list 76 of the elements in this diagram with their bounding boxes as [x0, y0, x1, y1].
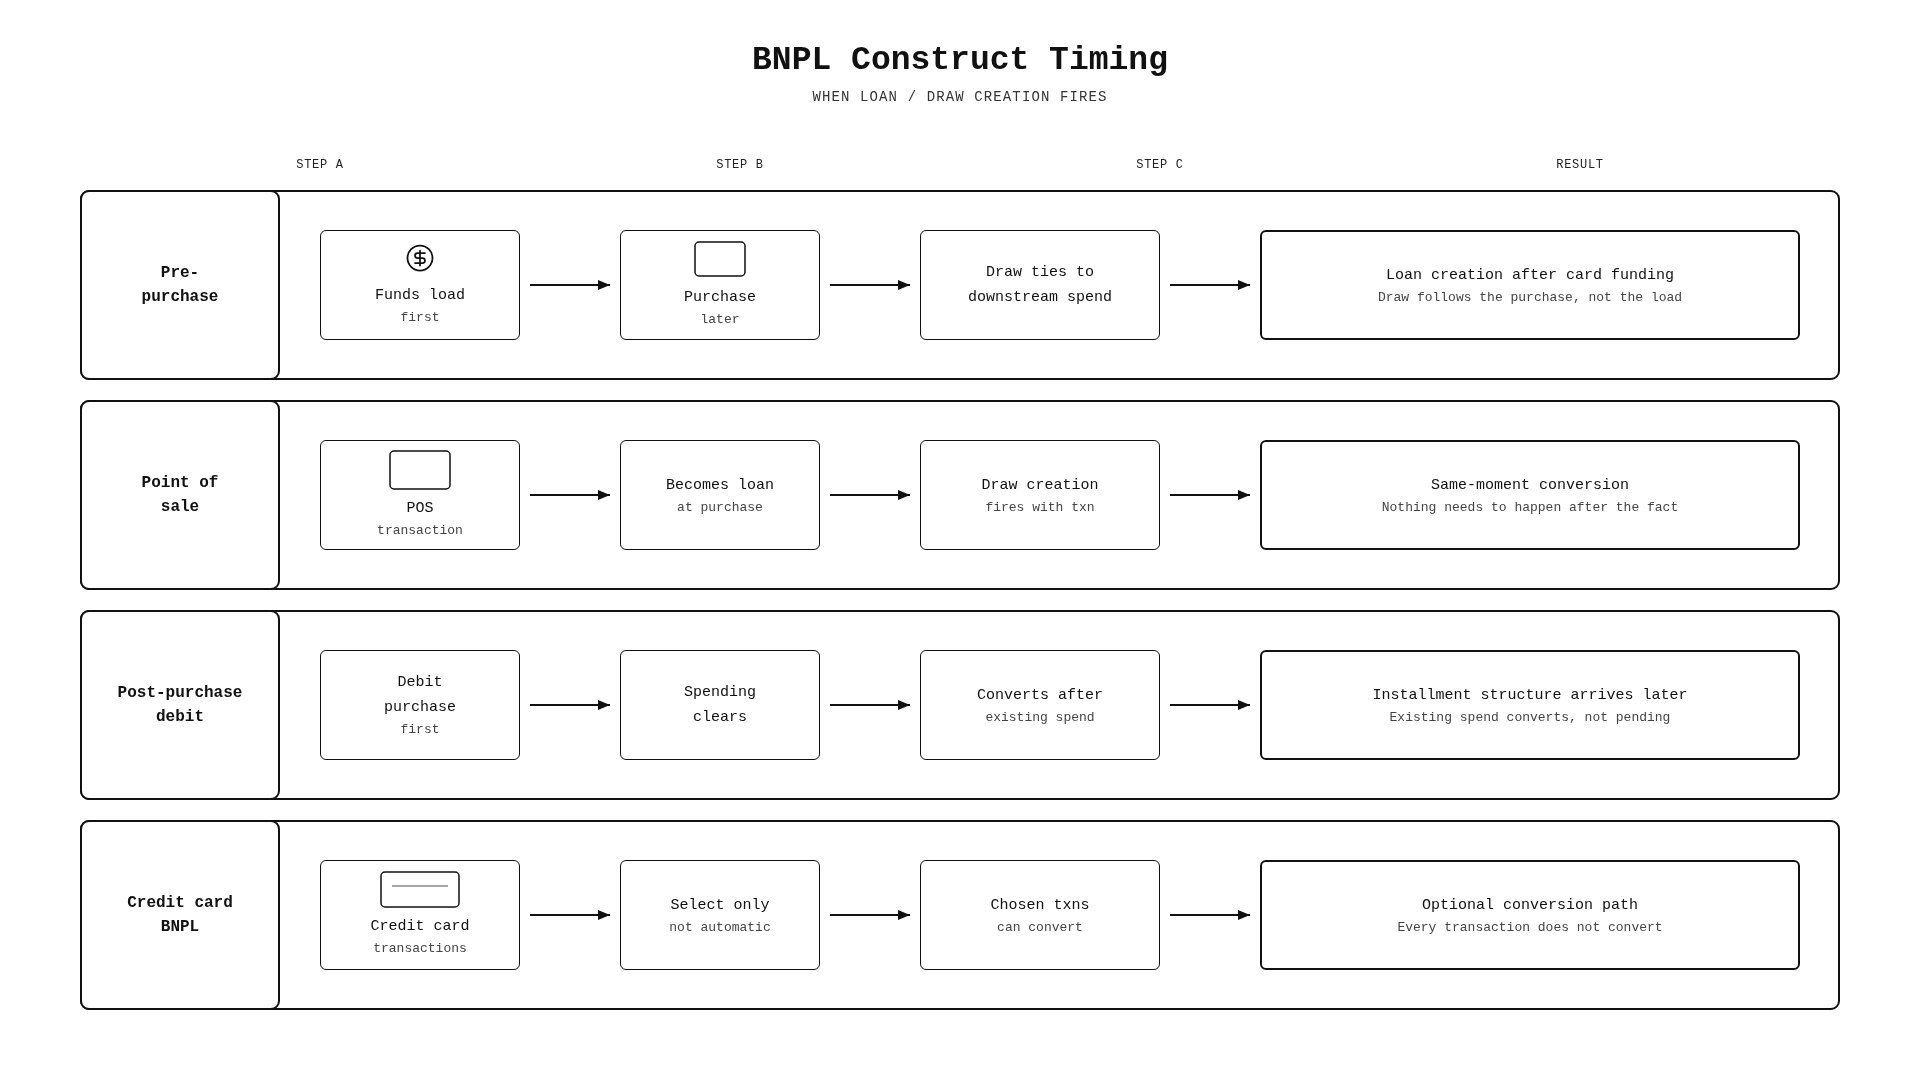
step-title: Credit card: [370, 917, 470, 937]
row-band: [80, 610, 1840, 800]
arrow: [1169, 280, 1251, 290]
step-note: first: [400, 721, 440, 739]
arrow: [529, 700, 611, 710]
result-note: Existing spend converts, not pending: [1389, 708, 1671, 727]
arrow: [529, 910, 611, 920]
result-note: Every transaction does not convert: [1397, 918, 1663, 937]
step-title: Draw ties to downstream spend: [967, 263, 1113, 308]
step-note: fires with txn: [985, 498, 1095, 517]
step-title: Becomes loan: [666, 475, 774, 496]
process-box: [920, 230, 1160, 340]
result-title: Same-moment conversion: [1430, 475, 1629, 496]
arrow: [1169, 490, 1251, 500]
row-label-box: [80, 610, 280, 800]
process-box: [920, 650, 1160, 760]
result-title: Installment structure arrives later: [1372, 685, 1688, 706]
result-box: [1260, 650, 1800, 760]
process-box: [920, 440, 1160, 550]
result-title: Optional conversion path: [1421, 895, 1638, 916]
column-header: RESULT: [1556, 157, 1604, 173]
process-box: [320, 650, 520, 760]
result-box: [1260, 440, 1800, 550]
arrow: [829, 280, 911, 290]
step-title: Spending clears: [683, 683, 757, 728]
row-band: [80, 400, 1840, 590]
step-title: Draw creation: [981, 475, 1099, 496]
row-band: [80, 190, 1840, 380]
arrow: [529, 490, 611, 500]
row-label: Credit card BNPL: [126, 893, 234, 938]
step-note: existing spend: [985, 708, 1095, 727]
arrow: [829, 910, 911, 920]
process-box: [320, 440, 520, 550]
step-note: not automatic: [669, 918, 771, 937]
process-box: [620, 440, 820, 550]
arrow: [1169, 910, 1251, 920]
process-box: [320, 230, 520, 340]
process-box: [620, 230, 820, 340]
row-label: Pre-purchase: [140, 263, 220, 308]
row-label: Point of sale: [140, 473, 220, 518]
row-label-box: [80, 400, 280, 590]
process-box: [620, 860, 820, 970]
step-title: Debit purchase: [383, 673, 457, 718]
step-title: Funds load: [375, 285, 465, 306]
step-note: first: [400, 308, 440, 327]
step-note: at purchase: [677, 498, 763, 517]
result-box: [1260, 230, 1800, 340]
step-note: transaction: [377, 521, 463, 540]
step-title: Select only: [670, 895, 770, 916]
step-title: POS: [406, 498, 434, 519]
arrow: [829, 490, 911, 500]
result-note: Nothing needs to happen after the fact: [1381, 498, 1679, 517]
row-label-box: [80, 190, 280, 380]
result-title: Loan creation after card funding: [1385, 265, 1674, 286]
step-title: Chosen txns: [990, 895, 1090, 916]
step-note: later: [700, 310, 740, 329]
diagram-title: BNPL Construct Timing: [752, 41, 1168, 81]
column-header: STEP B: [716, 157, 764, 173]
diagram-subtitle: WHEN LOAN / DRAW CREATION FIRES: [812, 88, 1108, 107]
step-note: transactions: [373, 940, 467, 958]
result-box: [1260, 860, 1800, 970]
arrow: [829, 700, 911, 710]
result-note: Draw follows the purchase, not the load: [1377, 288, 1683, 307]
process-box: [920, 860, 1160, 970]
row-label: Post-purchase debit: [116, 683, 244, 728]
process-box: [320, 860, 520, 970]
row-band: [80, 820, 1840, 1010]
row-label-box: [80, 820, 280, 1010]
column-header: STEP C: [1136, 157, 1184, 173]
step-title: Converts after: [977, 685, 1103, 706]
step-note: can convert: [997, 918, 1083, 937]
step-title: Purchase: [684, 287, 756, 308]
arrow: [1169, 700, 1251, 710]
process-box: [620, 650, 820, 760]
column-header: STEP A: [296, 157, 344, 173]
arrow: [529, 280, 611, 290]
